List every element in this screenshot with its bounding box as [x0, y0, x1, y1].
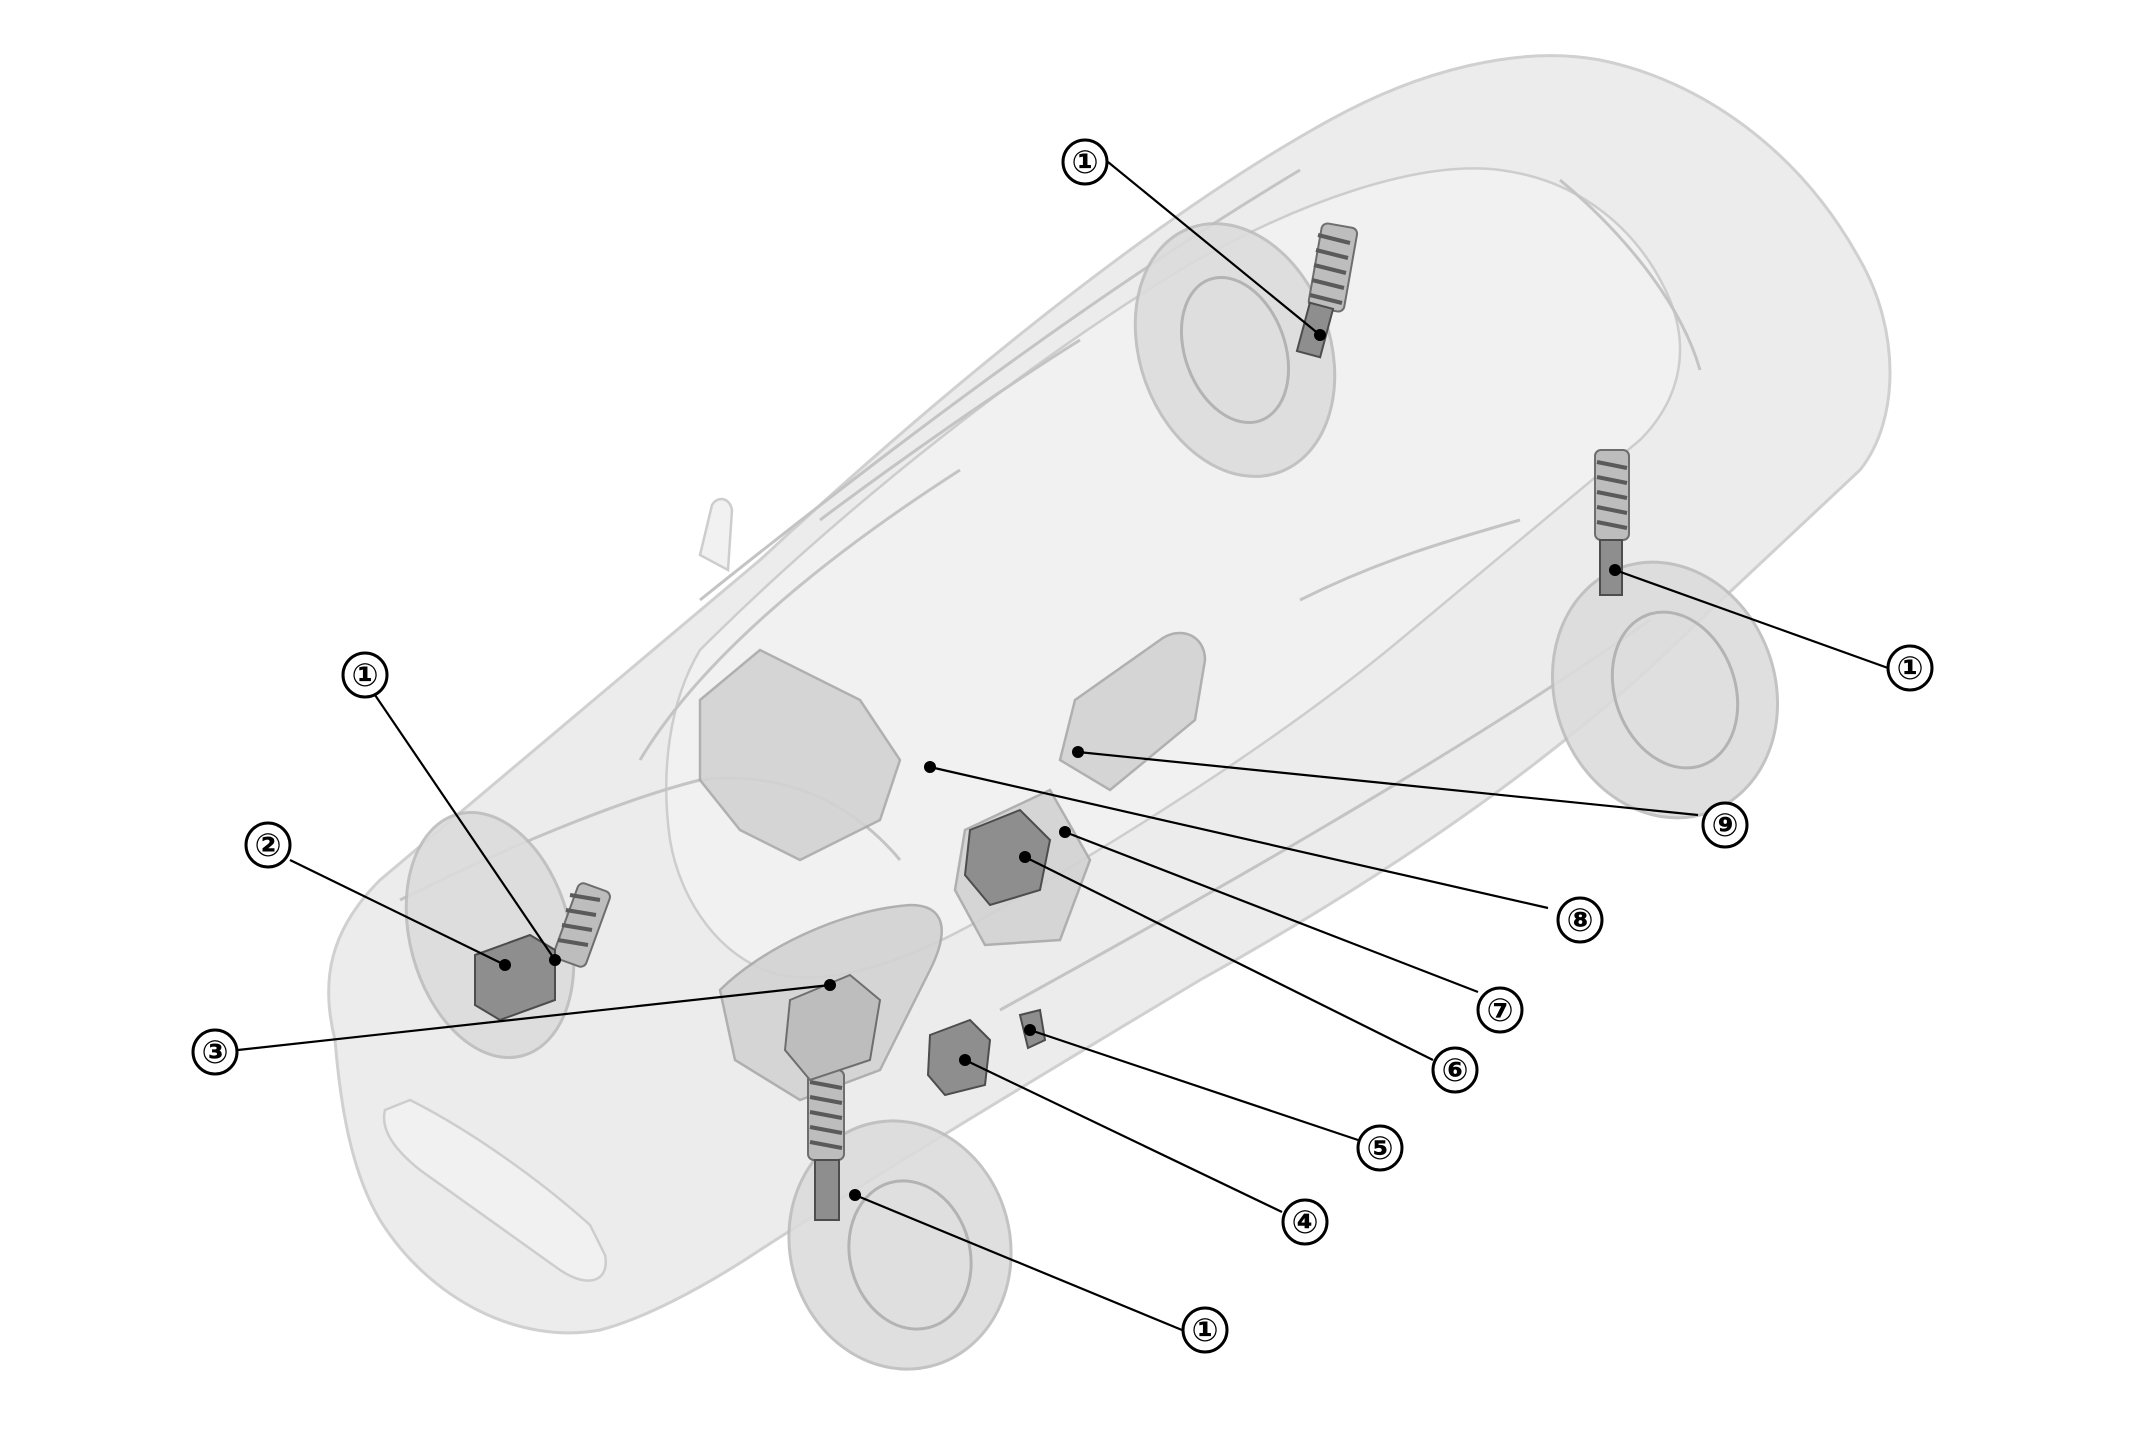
- front-left-strut-part: [553, 882, 611, 968]
- callout-actuator-unit: ②: [244, 821, 292, 869]
- components: [474, 222, 1630, 1221]
- svg-text:①: ①: [351, 656, 378, 694]
- svg-text:③: ③: [201, 1033, 228, 1071]
- callout-sensor-module-4: ④: [1281, 1198, 1329, 1246]
- windshield-line: [638, 468, 961, 761]
- callouts: ① ① ① ① ② ③ ④ ⑤: [191, 138, 1934, 1354]
- svg-text:⑦: ⑦: [1486, 991, 1513, 1029]
- svg-text:②: ②: [254, 826, 281, 864]
- callout-engine-module: ③: [191, 1028, 239, 1076]
- callout-front-right-strut: ①: [1181, 1306, 1229, 1354]
- control-unit-part: [963, 808, 1052, 907]
- svg-text:①: ①: [1191, 1311, 1218, 1349]
- rear-left-wheel-hub: [1179, 275, 1291, 425]
- svg-text:⑨: ⑨: [1711, 806, 1738, 844]
- door-line-right: [1299, 518, 1521, 602]
- front-right-wheel-hub: [847, 1179, 973, 1331]
- driver-seat: [1058, 631, 1207, 792]
- callout-switch-8: ⑧: [1556, 896, 1604, 944]
- instrument-panel: [698, 648, 902, 862]
- callout-rear-left-strut: ①: [1061, 138, 1109, 186]
- front-grille: [382, 1098, 608, 1282]
- callout-switch-9: ⑨: [1701, 801, 1749, 849]
- leader-lines: [237, 161, 1889, 1332]
- callout-rear-right-strut: ①: [1886, 644, 1934, 692]
- svg-text:①: ①: [1071, 143, 1098, 181]
- svg-text:①: ①: [1896, 649, 1923, 687]
- sensor-module-part: [926, 1018, 992, 1097]
- front-right-strut-part: [807, 1069, 845, 1221]
- svg-text:④: ④: [1291, 1203, 1318, 1241]
- front-right-wheel: [787, 1119, 1013, 1371]
- callout-front-left-strut: ①: [341, 651, 389, 699]
- rear-right-wheel-hub: [1610, 610, 1740, 770]
- actuator-unit-part: [474, 933, 556, 1022]
- rear-right-strut-part: [1594, 449, 1630, 596]
- callout-control-unit-6: ⑥: [1431, 1046, 1479, 1094]
- rear-window-line: [1559, 178, 1702, 371]
- side-mirror: [698, 497, 734, 573]
- callout-switch-7: ⑦: [1476, 986, 1524, 1034]
- callout-sensor-5: ⑤: [1356, 1124, 1404, 1172]
- svg-text:⑥: ⑥: [1441, 1051, 1468, 1089]
- svg-text:⑧: ⑧: [1566, 901, 1593, 939]
- engine-module-part: [783, 973, 882, 1082]
- door-line-left: [819, 338, 1081, 522]
- svg-text:⑤: ⑤: [1366, 1129, 1393, 1167]
